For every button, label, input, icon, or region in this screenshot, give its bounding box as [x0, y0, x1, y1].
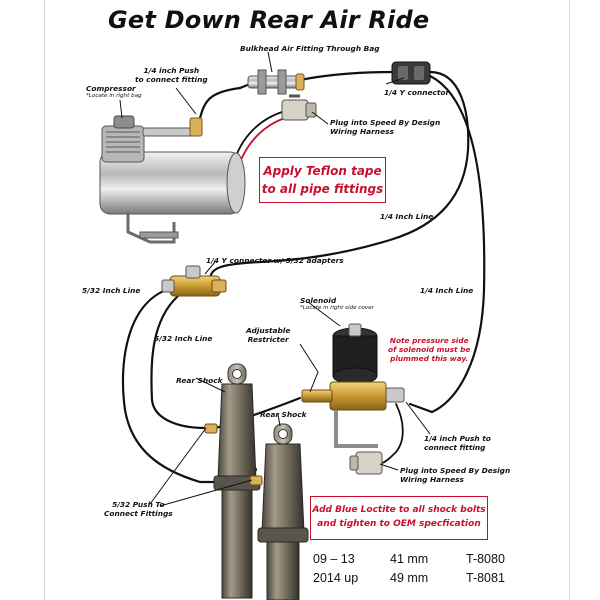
label-quarter-line-right: 1/4 Inch Line	[420, 286, 474, 295]
spec-part-2: T-8081	[466, 571, 505, 585]
line-y-to-loop	[208, 70, 470, 280]
rear-shock-left	[204, 363, 261, 599]
label-y-connector-top: 1/4 Y connector	[384, 88, 450, 97]
spec-years-1: 09 – 13	[313, 552, 355, 566]
line-532-left-to-shock	[121, 286, 224, 484]
plug-connector-top	[281, 94, 317, 121]
page-title: Get Down Rear Air Ride	[108, 6, 430, 34]
label-restricter: Adjustable Restricter	[246, 326, 291, 344]
line-restrictor-to-shock2	[208, 396, 302, 432]
label-y-connector-adapters: 1/4 Y connector w/ 5/32 adapters	[206, 256, 344, 265]
spec-years-2: 2014 up	[313, 571, 359, 585]
label-rear-shock-2: Rear Shock	[260, 410, 307, 419]
label-bulkhead: Bulkhead Air Fitting Through Bag	[240, 44, 380, 53]
line-compressor-to-bulkhead	[198, 82, 252, 120]
label-push-quarter-top: 1/4 inch Push to connect fitting	[135, 66, 208, 84]
image-frame	[44, 0, 570, 600]
compressor-filter	[113, 115, 135, 129]
bulkhead-fitting	[247, 69, 305, 95]
label-532-push-fittings: 5/32 Push To Connect Fittings	[104, 500, 173, 518]
y-connector-top	[391, 61, 431, 85]
label-quarter-line-mid: 1/4 Inch Line	[380, 212, 434, 221]
label-532-line-inner: 5/32 Inch Line	[154, 334, 213, 343]
y-connector-adapters	[161, 265, 227, 297]
callout-blue-loctite: Add Blue Loctite to all shock bolts and …	[310, 496, 488, 540]
leader-lines	[119, 51, 431, 507]
cooling-fins	[106, 131, 140, 153]
plug-connector-bottom	[349, 451, 383, 475]
label-solenoid: Solenoid *Locate in right side cover	[300, 296, 374, 311]
label-compressor: Compressor *Locate in right bag	[86, 84, 142, 99]
label-pressure-note: Note pressure side of solenoid must be p…	[388, 336, 471, 363]
compressor-outlet-pipe	[142, 127, 196, 137]
solenoid-valve	[301, 323, 405, 448]
line-bulkhead-to-y	[298, 70, 397, 82]
wire-solenoid-to-plug	[379, 403, 404, 465]
spec-part-1: T-8080	[466, 552, 505, 566]
label-532-line-left: 5/32 Inch Line	[82, 286, 141, 295]
spec-size-2: 49 mm	[390, 571, 429, 585]
spec-size-1: 41 mm	[390, 552, 429, 566]
compressor-assembly	[99, 115, 246, 244]
callout-teflon-tape: Apply Teflon tape to all pipe fittings	[259, 157, 386, 203]
line-532-inner-to-shock	[150, 294, 207, 430]
label-plug-bottom: Plug into Speed By Design Wiring Harness	[400, 466, 511, 484]
line-y-right-to-solenoid	[408, 74, 486, 414]
compressor-foot	[139, 231, 179, 239]
compressor-push-fitting	[189, 117, 203, 137]
air-lines	[121, 70, 486, 484]
label-push-quarter-bottom: 1/4 inch Push to connect fitting	[424, 434, 491, 452]
label-plug-top: Plug into Speed By Design Wiring Harness	[330, 118, 441, 136]
rear-shock-right	[249, 423, 309, 600]
compressor-endcap	[226, 152, 246, 214]
label-rear-shock-1: Rear Shock	[176, 376, 223, 385]
